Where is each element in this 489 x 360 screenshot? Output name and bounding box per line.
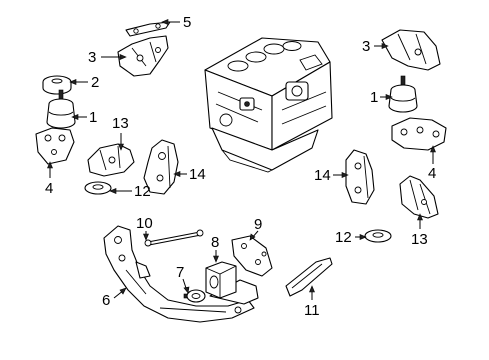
part-14-bracket-right (345, 149, 375, 205)
part-2-pad (42, 75, 72, 95)
part-4-bracket-left (35, 127, 75, 165)
callout-10: 10 (136, 215, 153, 232)
part-5-bracket (125, 21, 171, 37)
callout-6: 6 (102, 292, 110, 309)
part-7-bushing (183, 289, 206, 303)
part-12-pad-right (364, 229, 392, 243)
part-13-bracket-right (399, 175, 439, 219)
part-13-bracket-left (87, 143, 135, 177)
callout-5: 5 (183, 14, 191, 31)
part-6-crossmember (103, 225, 259, 323)
callout-7: 7 (176, 264, 184, 281)
callout-9: 9 (254, 216, 262, 233)
part-1-mount-right (388, 75, 418, 113)
callout-3-right: 3 (362, 38, 370, 55)
callout-12-left: 12 (134, 183, 151, 200)
callout-11: 11 (304, 302, 320, 319)
part-4-bracket-right (391, 117, 447, 151)
callout-12-right: 12 (335, 229, 352, 246)
part-8-mount (205, 261, 237, 299)
callout-8: 8 (211, 234, 219, 251)
part-3-bracket-right (381, 29, 441, 71)
callout-3-left: 3 (88, 49, 96, 66)
leader-lines (47, 19, 436, 300)
part-10-rod (144, 229, 204, 247)
callout-14-right: 14 (314, 167, 331, 184)
callout-2: 2 (91, 74, 99, 91)
part-1-mount-left (46, 89, 76, 129)
part-12-pad-left (84, 181, 112, 195)
engine-block (204, 37, 333, 173)
part-3-bracket-left (117, 35, 169, 77)
callout-1-left: 1 (89, 109, 97, 126)
callout-14-left: 14 (189, 166, 206, 183)
callout-4-left: 4 (45, 180, 53, 197)
callout-4-right: 4 (428, 165, 436, 182)
part-9-plate (231, 235, 273, 277)
part-11-shield (285, 257, 333, 297)
callout-1-right: 1 (370, 89, 378, 106)
callout-13-left: 13 (112, 115, 129, 132)
part-14-bracket-left (143, 139, 179, 195)
callout-13-right: 13 (411, 231, 428, 248)
callout-labels: 5 3 2 1 4 13 12 14 3 1 4 14 12 13 10 9 8… (45, 14, 436, 319)
